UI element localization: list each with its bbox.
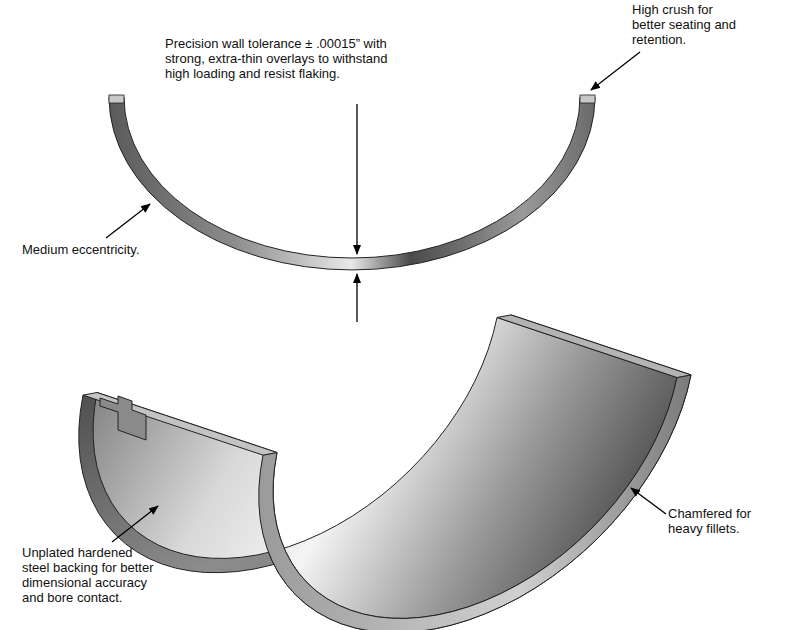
callout-text: Chamfered for heavy fillets. xyxy=(668,506,788,536)
callout-text: Precision wall tolerance ± .00015” with … xyxy=(165,36,415,81)
callout-text: High crush for better seating and retent… xyxy=(632,2,747,47)
callout-text: Medium eccentricity. xyxy=(22,242,192,257)
callout-text: Unplated hardened steel backing for bett… xyxy=(22,545,162,605)
